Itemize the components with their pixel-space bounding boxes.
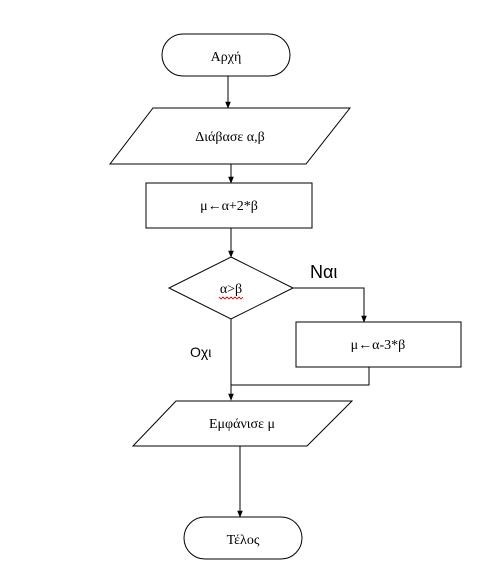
start-terminator [161,33,291,77]
assign1-process-box [145,182,313,229]
assign2-process-box [295,321,462,368]
read-input-box [108,107,352,165]
arrow-yes-branch [293,287,367,323]
assign1-label: μ←α+2*β [200,199,258,214]
no-label: Οχι [190,344,211,360]
end-label: Τέλος [227,533,260,548]
yes-label: Ναι [310,262,337,282]
start-label: Αρχή [211,50,242,65]
merge-line [231,367,370,386]
read-input-label: Διάβασε α,β [195,130,264,145]
end-terminator [183,516,303,560]
spellcheck-underline [218,296,244,300]
assign2-label: μ←α-3*β [351,338,406,353]
output-label: Εμφάνισε μ [209,417,275,432]
condition-label: α>β [220,282,242,297]
output-box [131,400,354,447]
